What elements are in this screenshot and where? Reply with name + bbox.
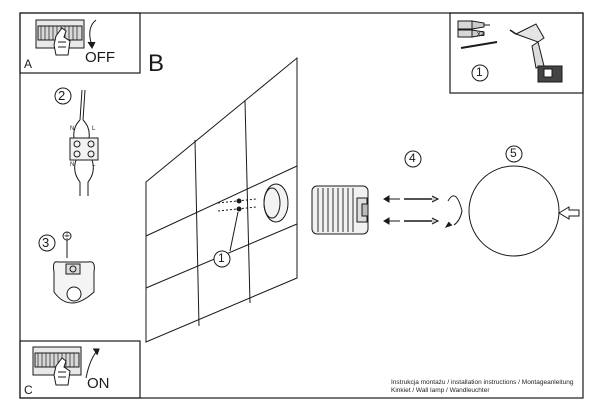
panel-a-state-label: OFF [85, 49, 115, 66]
wiring-step-number: 2 [58, 88, 66, 103]
terminal-letter: N [70, 162, 75, 168]
earth-icon: ⏚ [63, 231, 71, 240]
terminal-letter: N [70, 126, 75, 132]
glass-globe [468, 165, 560, 257]
rotation-arrow-icon [444, 195, 463, 228]
panel-c-state-label: ON [87, 375, 110, 392]
caption-line-1: Instrukcja montażu / installation instru… [391, 379, 574, 386]
arrow-down-icon [87, 19, 97, 49]
panel-b-letter: B [148, 50, 165, 77]
assembly-step-1-number: 1 [218, 251, 225, 265]
screw-icon [460, 41, 498, 49]
hardware-step-number: 1 [476, 65, 483, 79]
outer-frame [19, 12, 584, 399]
arrow-left-icon [383, 195, 400, 203]
arrow-left-outline-icon [558, 206, 580, 220]
panel-c-frame [19, 340, 141, 399]
step-number-circle [404, 150, 422, 168]
wiring-connection [54, 87, 99, 196]
assembly-step-4-number: 4 [409, 151, 416, 165]
lamp-body [311, 185, 369, 235]
arrow-up-icon [85, 348, 100, 379]
terminal-letter: L [92, 126, 96, 132]
panel-a-switch-off [19, 12, 141, 74]
hardware-box-frame [449, 12, 584, 94]
earth-step-number: 3 [42, 235, 50, 250]
hand-icon [53, 27, 71, 56]
panel-c-switch-on [19, 340, 141, 399]
assembly-step-5-number: 5 [510, 146, 517, 160]
caption-line-2: Kinkiet / Wall lamp / Wandleuchter [391, 387, 490, 394]
arrow-left-icon [383, 217, 400, 225]
panel-a-letter: A [24, 57, 33, 71]
panel-c-letter: C [24, 383, 33, 397]
step-1-callout [213, 211, 239, 268]
step-number-circle [213, 250, 231, 268]
panel-a-frame [19, 12, 141, 74]
bulb-screw [404, 195, 440, 203]
terminal-block [69, 137, 99, 161]
wall-screw [217, 198, 257, 212]
hardware-box [449, 12, 584, 94]
step-number-circle [471, 64, 489, 82]
terminal-letter: L [92, 162, 96, 168]
wall-plug-icon [457, 20, 490, 38]
earth-connection [38, 231, 95, 304]
drill-icon [509, 23, 563, 83]
bulb-screw [404, 217, 440, 225]
step-number-circle [505, 145, 523, 163]
hardware-multiplier-label: x2 [477, 31, 485, 38]
step-number-circle [38, 234, 56, 252]
step-number-circle [54, 87, 72, 105]
mounting-plate [263, 183, 289, 223]
hand-icon [53, 357, 71, 386]
